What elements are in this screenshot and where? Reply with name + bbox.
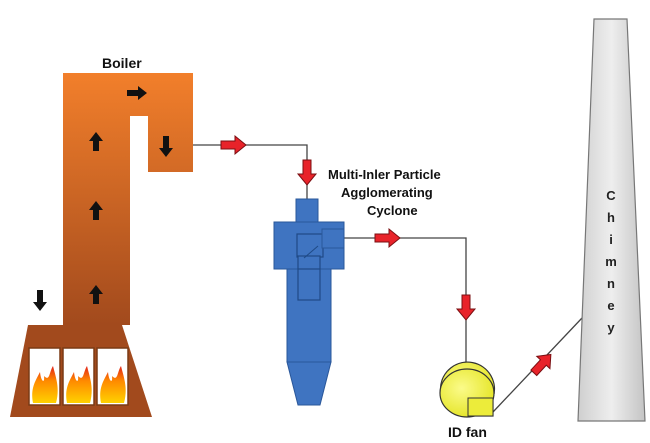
cyclone-inlet-box: [296, 233, 324, 258]
cyclone-inlet-top: [295, 198, 319, 224]
black-arrow-icon: [127, 86, 147, 100]
red-arrow-icon: [296, 159, 318, 186]
flame-icon: [62, 347, 95, 406]
id-fan: ID fan: [439, 361, 496, 440]
black-arrow-icon: [33, 290, 47, 311]
chimney: C h i m n e y: [577, 18, 646, 422]
chimney-letter: y: [607, 320, 615, 335]
black-arrow-icon: [89, 132, 103, 151]
id-fan-label: ID fan: [448, 424, 487, 440]
black-arrow-icon: [89, 285, 103, 304]
cyclone: Multi-Inler Particle Agglomerating Cyclo…: [273, 167, 441, 406]
red-arrow-icon: [374, 227, 401, 249]
boiler: Boiler: [10, 55, 193, 417]
red-arrow-icon: [455, 294, 477, 321]
chimney-stack: [577, 18, 646, 422]
chimney-letter: e: [607, 298, 614, 313]
duct-cyclone-to-fan: [322, 237, 467, 372]
chimney-letter: n: [607, 276, 615, 291]
boiler-label: Boiler: [102, 55, 142, 71]
cyclone-cone: [286, 361, 332, 406]
cyclone-vortex-finder-inner: [297, 268, 321, 301]
cyclone-label-line2: Agglomerating: [341, 185, 433, 200]
cyclone-guide-vane: [303, 245, 319, 259]
cyclone-label-line3: Cyclone: [367, 203, 418, 218]
cyclone-inlet-right: [321, 228, 345, 249]
flame-icon: [28, 347, 61, 406]
black-arrow-icon: [159, 136, 173, 157]
black-arrow-icon: [89, 201, 103, 220]
duct-boiler-to-cyclone: [193, 144, 308, 200]
chimney-letter: i: [609, 232, 613, 247]
red-arrow-icon: [530, 353, 552, 377]
furnace-fire-windows: [28, 347, 129, 406]
boiler-body: [63, 73, 193, 325]
cyclone-label-line1: Multi-Inler Particle: [328, 167, 441, 182]
fan-outlet: [467, 397, 494, 417]
chimney-letter: C: [606, 188, 616, 203]
red-arrow-icon: [220, 134, 247, 156]
chimney-letter: m: [605, 254, 617, 269]
flame-icon: [96, 347, 129, 406]
chimney-letter: h: [607, 210, 615, 225]
